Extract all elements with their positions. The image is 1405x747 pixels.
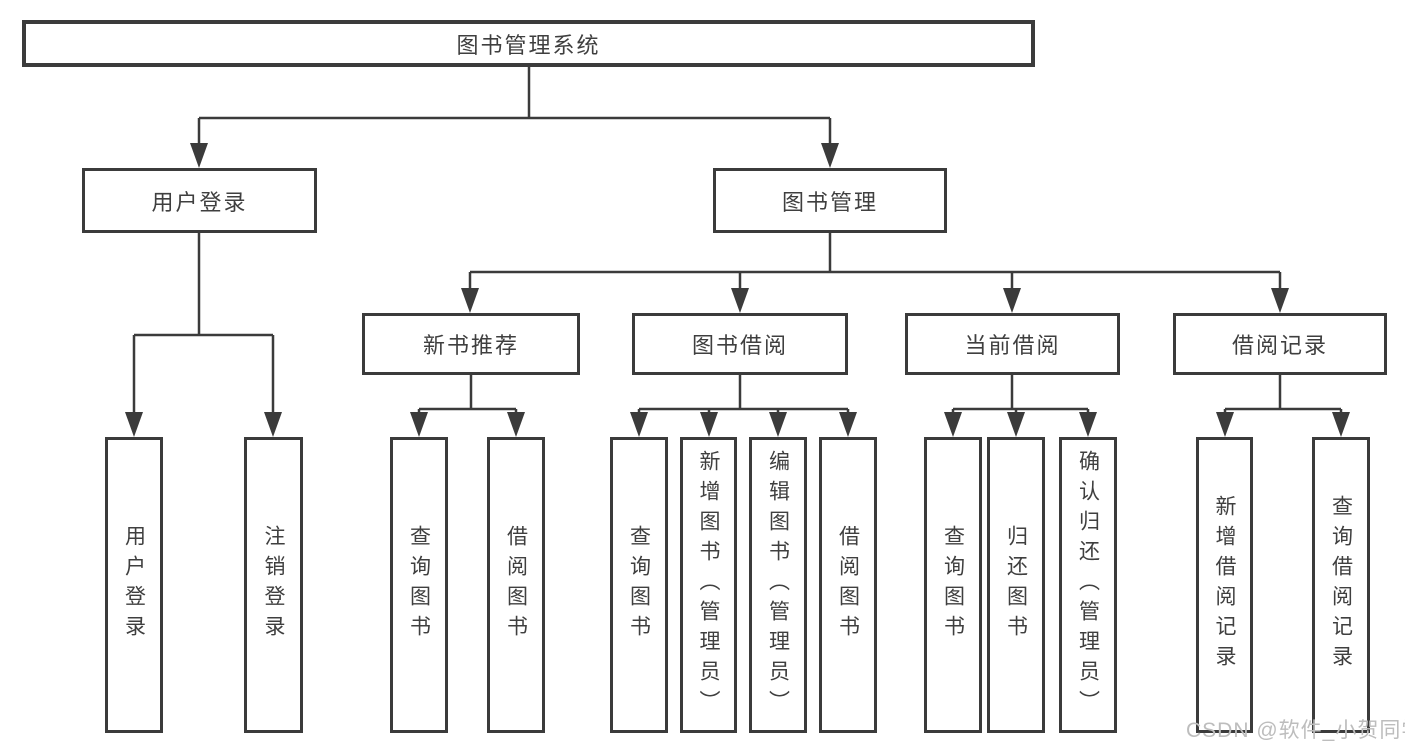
leaf-records-add-label: 新增借阅记录: [1213, 495, 1236, 675]
connector-new-books-children: [410, 375, 525, 437]
leaf-borrow-add: 新增图书（管理员）: [680, 437, 737, 733]
connector-book-management-children: [461, 233, 1289, 313]
node-user-login: 用户登录: [82, 168, 317, 233]
leaf-current-query: 查询图书: [924, 437, 982, 733]
node-borrow-records: 借阅记录: [1173, 313, 1387, 375]
connector-user-login-children: [125, 233, 282, 437]
node-new-book-recommend: 新书推荐: [362, 313, 580, 375]
leaf-records-query: 查询借阅记录: [1312, 437, 1370, 733]
leaf-user-login: 用户登录: [105, 437, 163, 733]
node-user-login-label: 用户登录: [151, 189, 248, 215]
node-book-management-label: 图书管理: [781, 189, 878, 215]
node-root-label: 图书管理系统: [456, 32, 601, 58]
leaf-borrow-query-label: 查询图书: [627, 525, 651, 645]
leaf-borrow-query: 查询图书: [610, 437, 668, 733]
connector-book-borrow-children: [630, 375, 857, 437]
leaf-current-confirm-return: 确认归还（管理员）: [1059, 437, 1117, 733]
node-current-borrow-label: 当前借阅: [964, 333, 1061, 358]
leaf-logout: 注销登录: [244, 437, 303, 733]
node-current-borrow: 当前借阅: [905, 313, 1120, 375]
leaf-logout-label: 注销登录: [262, 525, 285, 645]
leaf-current-query-label: 查询图书: [941, 525, 965, 645]
connector-borrow-records-children: [1216, 375, 1350, 437]
leaf-current-return-label: 归还图书: [1004, 525, 1028, 645]
node-borrow-records-label: 借阅记录: [1231, 333, 1328, 358]
node-book-management: 图书管理: [713, 168, 947, 233]
leaf-borrow-edit-label: 编辑图书（管理员）: [766, 450, 790, 720]
leaf-current-return: 归还图书: [987, 437, 1045, 733]
leaf-current-confirm-return-label: 确认归还（管理员）: [1076, 450, 1100, 720]
leaf-borrow-add-label: 新增图书（管理员）: [697, 450, 720, 720]
csdn-watermark: CSDN @软件_小贺同学: [1186, 719, 1405, 742]
node-book-borrow: 图书借阅: [632, 313, 848, 375]
leaf-records-add: 新增借阅记录: [1196, 437, 1253, 733]
leaf-newbooks-query: 查询图书: [390, 437, 448, 733]
node-new-book-recommend-label: 新书推荐: [422, 333, 519, 358]
connector-root-split: [190, 67, 839, 168]
leaf-user-login-label: 用户登录: [122, 525, 146, 645]
node-book-borrow-label: 图书借阅: [691, 333, 788, 358]
leaf-newbooks-borrow: 借阅图书: [487, 437, 545, 733]
connector-current-borrow-children: [944, 375, 1097, 437]
leaf-borrow-edit: 编辑图书（管理员）: [749, 437, 807, 733]
leaf-borrow-borrow: 借阅图书: [819, 437, 877, 733]
leaf-newbooks-query-label: 查询图书: [407, 525, 431, 645]
node-root: 图书管理系统: [22, 20, 1035, 67]
leaf-newbooks-borrow-label: 借阅图书: [504, 525, 528, 645]
leaf-records-query-label: 查询借阅记录: [1329, 495, 1353, 675]
leaf-borrow-borrow-label: 借阅图书: [836, 525, 860, 645]
